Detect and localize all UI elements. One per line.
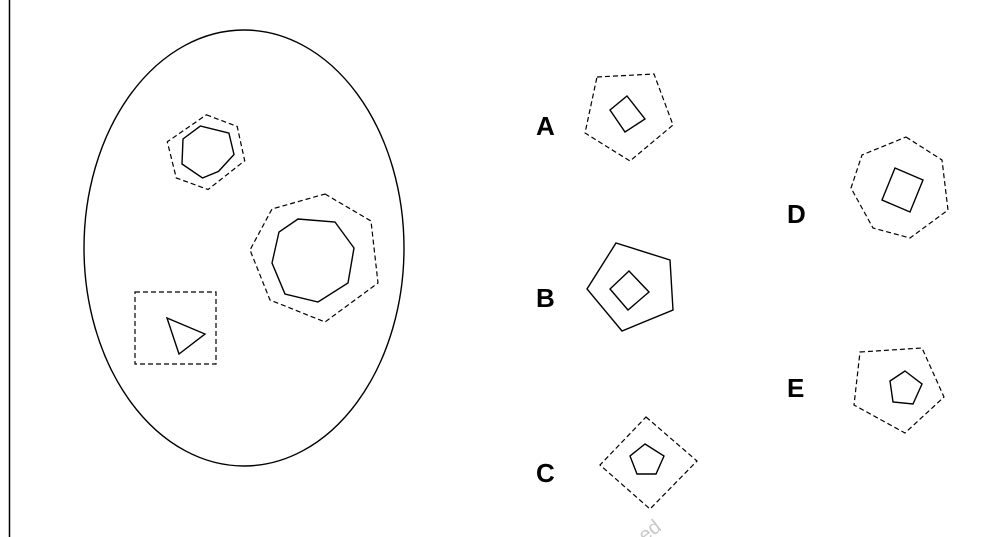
- figure-triangle-in-square: [134, 291, 217, 365]
- option-b-label: B: [536, 283, 555, 313]
- option-a-inner-solid-square: [609, 95, 647, 133]
- option-d-label: D: [787, 199, 806, 229]
- watermark-text: ed: [634, 516, 665, 537]
- option-a[interactable]: A: [536, 73, 674, 162]
- option-d[interactable]: D: [787, 136, 949, 239]
- inner-solid-hexagon: [181, 125, 235, 179]
- option-c-inner-solid-pentagon: [629, 443, 665, 475]
- outer-dashed-square: [134, 291, 217, 365]
- option-c-label: C: [536, 458, 555, 488]
- option-c[interactable]: C: [536, 416, 698, 510]
- inner-solid-octagon: [271, 218, 355, 303]
- option-e[interactable]: E: [787, 347, 945, 434]
- option-e-outer-dashed-pentagon: [853, 347, 945, 434]
- option-b-outer-solid-pentagon: [586, 242, 674, 332]
- option-e-label: E: [787, 373, 804, 403]
- option-d-inner-solid-square: [881, 167, 924, 213]
- outer-dashed-hexagon: [166, 114, 246, 191]
- option-a-label: A: [536, 111, 555, 141]
- option-b[interactable]: B: [536, 242, 674, 332]
- option-b-inner-solid-square: [609, 270, 651, 311]
- inner-solid-triangle: [165, 316, 207, 356]
- outer-dashed-hexagon: [249, 193, 379, 323]
- figure-octagon-in-hexagon: [249, 193, 379, 323]
- figure-hexagon-in-hexagon: [166, 114, 246, 191]
- sample-ellipse: [83, 29, 405, 467]
- sample-ellipse-group: [83, 29, 405, 467]
- option-c-outer-dashed-diamond: [599, 416, 698, 510]
- option-e-inner-solid-pentagon: [889, 370, 923, 405]
- option-d-outer-dashed-hexagon: [850, 136, 949, 239]
- option-a-outer-dashed-pentagon: [584, 73, 674, 162]
